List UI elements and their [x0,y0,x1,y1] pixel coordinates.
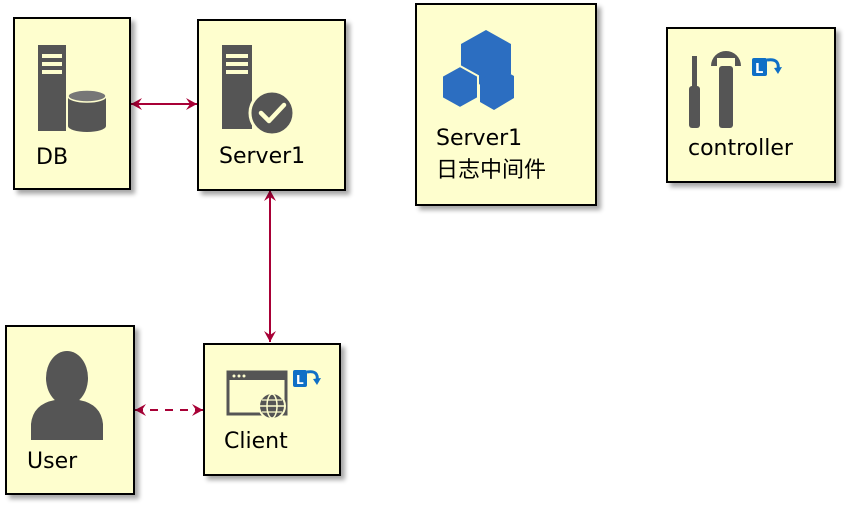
node-middleware[interactable]: Server1 日志中间件 [415,3,597,206]
azure-cubes-icon [441,30,514,110]
node-label-server1: Server1 [219,144,305,169]
svg-text:L: L [755,62,763,77]
node-label-user: User [27,449,78,474]
node-label-middleware-line2: 日志中间件 [436,158,546,183]
node-label-client: Client [224,429,288,454]
node-server1[interactable]: Server1 [197,19,346,191]
server-check-icon [222,45,296,137]
node-db[interactable]: DB [13,17,131,190]
lync-badge-icon: L [752,58,782,77]
node-label-db: DB [36,145,68,170]
database-server-icon [38,45,107,132]
node-label-controller: controller [688,136,794,161]
svg-text:L: L [296,373,304,387]
node-label-middleware-line1: Server1 [436,126,522,151]
node-client[interactable]: L Client [203,343,341,476]
user-icon [31,351,103,440]
node-controller[interactable]: L controller [666,27,836,183]
node-user[interactable]: User [5,325,135,495]
web-browser-icon [226,370,288,420]
tools-icon [689,51,741,128]
lync-badge-icon: L [293,370,321,387]
